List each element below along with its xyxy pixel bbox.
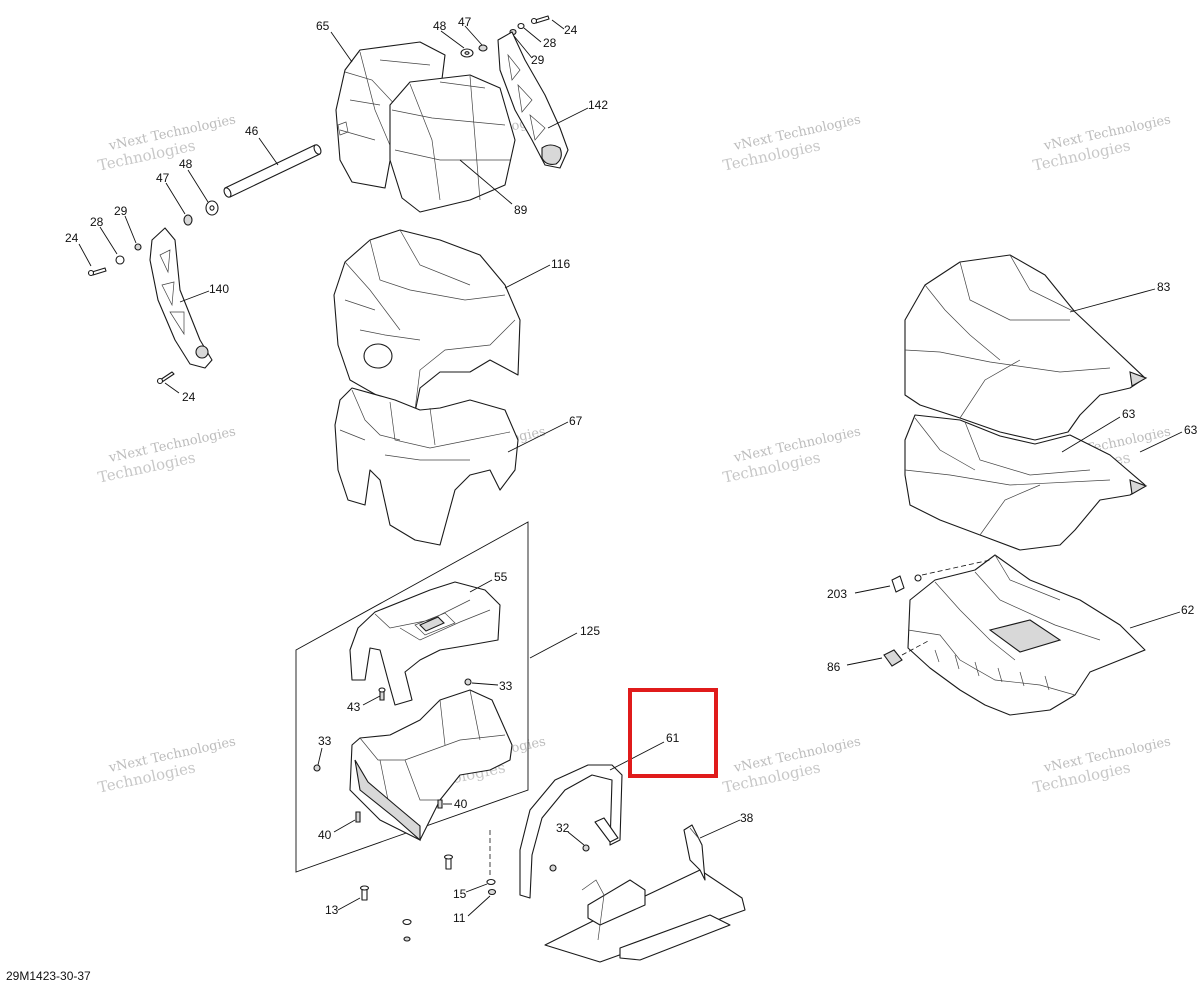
bracket-140[interactable] (149, 227, 213, 369)
seat-cover-116[interactable] (333, 229, 521, 413)
screw-13[interactable] (359, 885, 370, 901)
washer-28-top[interactable] (517, 22, 525, 30)
screw-24-left[interactable] (87, 267, 107, 277)
callout-46[interactable]: 46 (245, 124, 259, 138)
callout-33[interactable]: 33 (499, 679, 513, 693)
bolt-33-upper[interactable] (464, 678, 472, 686)
callout-43[interactable]: 43 (347, 700, 361, 714)
seat-frame[interactable] (349, 689, 513, 842)
callout-67[interactable]: 67 (569, 414, 583, 428)
callout-labels: 65 48 47 24 28 29 142 46 89 48 47 29 28 … (65, 15, 1198, 925)
nut-29-left[interactable] (134, 243, 142, 251)
fastener-203[interactable] (891, 559, 991, 593)
screw-24-top[interactable] (530, 15, 550, 25)
seat-83[interactable] (904, 254, 1148, 441)
callout-65[interactable]: 65 (316, 19, 330, 33)
bolt-40-right[interactable] (437, 799, 443, 809)
callout-32[interactable]: 32 (556, 821, 570, 835)
callout-203[interactable]: 203 (827, 587, 847, 601)
callout-28[interactable]: 28 (90, 215, 104, 229)
washer-bottom[interactable] (402, 918, 412, 942)
seat-foam-63[interactable] (904, 414, 1148, 551)
callout-24[interactable]: 24 (65, 231, 79, 245)
callout-125[interactable]: 125 (580, 624, 600, 638)
callout-48[interactable]: 48 (433, 19, 447, 33)
assembly-frame-125 (295, 521, 529, 873)
leader-lines (78, 19, 1183, 917)
callout-83[interactable]: 83 (1157, 280, 1171, 294)
screw-24-bottom-left[interactable] (156, 371, 175, 385)
callout-63[interactable]: 63 (1184, 423, 1198, 437)
seat-base-62[interactable] (907, 554, 1146, 716)
bolt-40-left[interactable] (355, 811, 361, 823)
callout-55[interactable]: 55 (494, 570, 508, 584)
callout-140[interactable]: 140 (209, 282, 229, 296)
washer-47-left[interactable] (183, 214, 193, 226)
trim-strip-61[interactable] (519, 764, 623, 899)
screw-below-frame[interactable] (443, 854, 454, 870)
callout-28[interactable]: 28 (543, 36, 557, 50)
callout-13[interactable]: 13 (325, 903, 339, 917)
document-id: 29M1423-30-37 (6, 969, 91, 983)
callout-40[interactable]: 40 (454, 797, 468, 811)
seat-foam-67[interactable] (334, 387, 519, 546)
callout-61[interactable]: 61 (666, 731, 680, 745)
shaft-46[interactable] (223, 144, 323, 199)
washer-15[interactable] (486, 830, 496, 886)
washer-28-left[interactable] (115, 255, 125, 265)
callout-29[interactable]: 29 (531, 53, 545, 67)
pad-38[interactable] (544, 824, 746, 963)
callout-89[interactable]: 89 (514, 203, 528, 217)
callout-142[interactable]: 142 (588, 98, 608, 112)
callout-47[interactable]: 47 (156, 171, 170, 185)
callout-38[interactable]: 38 (740, 811, 754, 825)
callout-29[interactable]: 29 (114, 204, 128, 218)
callout-11[interactable]: 11 (453, 911, 466, 925)
callout-116[interactable]: 116 (551, 257, 570, 271)
bolt-33-left[interactable] (313, 764, 321, 772)
callout-15[interactable]: 15 (453, 887, 467, 901)
highlight-box-61 (628, 688, 718, 778)
bolt-43[interactable] (378, 687, 386, 701)
callout-48[interactable]: 48 (179, 157, 193, 171)
washer-48-top[interactable] (460, 48, 474, 58)
callout-33[interactable]: 33 (318, 734, 332, 748)
callout-62[interactable]: 62 (1181, 603, 1195, 617)
nut-11[interactable] (487, 888, 497, 896)
bracket-142[interactable] (497, 31, 569, 169)
callout-63[interactable]: 63 (1122, 407, 1136, 421)
cover-55[interactable] (349, 581, 501, 706)
callout-24[interactable]: 24 (564, 23, 578, 37)
backrest-cover-89[interactable] (389, 74, 516, 213)
callout-86[interactable]: 86 (827, 660, 841, 674)
washer-48-left[interactable] (205, 200, 219, 216)
bolt-32[interactable] (549, 844, 590, 872)
callout-40[interactable]: 40 (318, 828, 332, 842)
callout-47[interactable]: 47 (458, 15, 472, 29)
washer-47-top[interactable] (478, 44, 488, 52)
bumper-86[interactable] (883, 639, 931, 667)
callout-24[interactable]: 24 (182, 390, 196, 404)
